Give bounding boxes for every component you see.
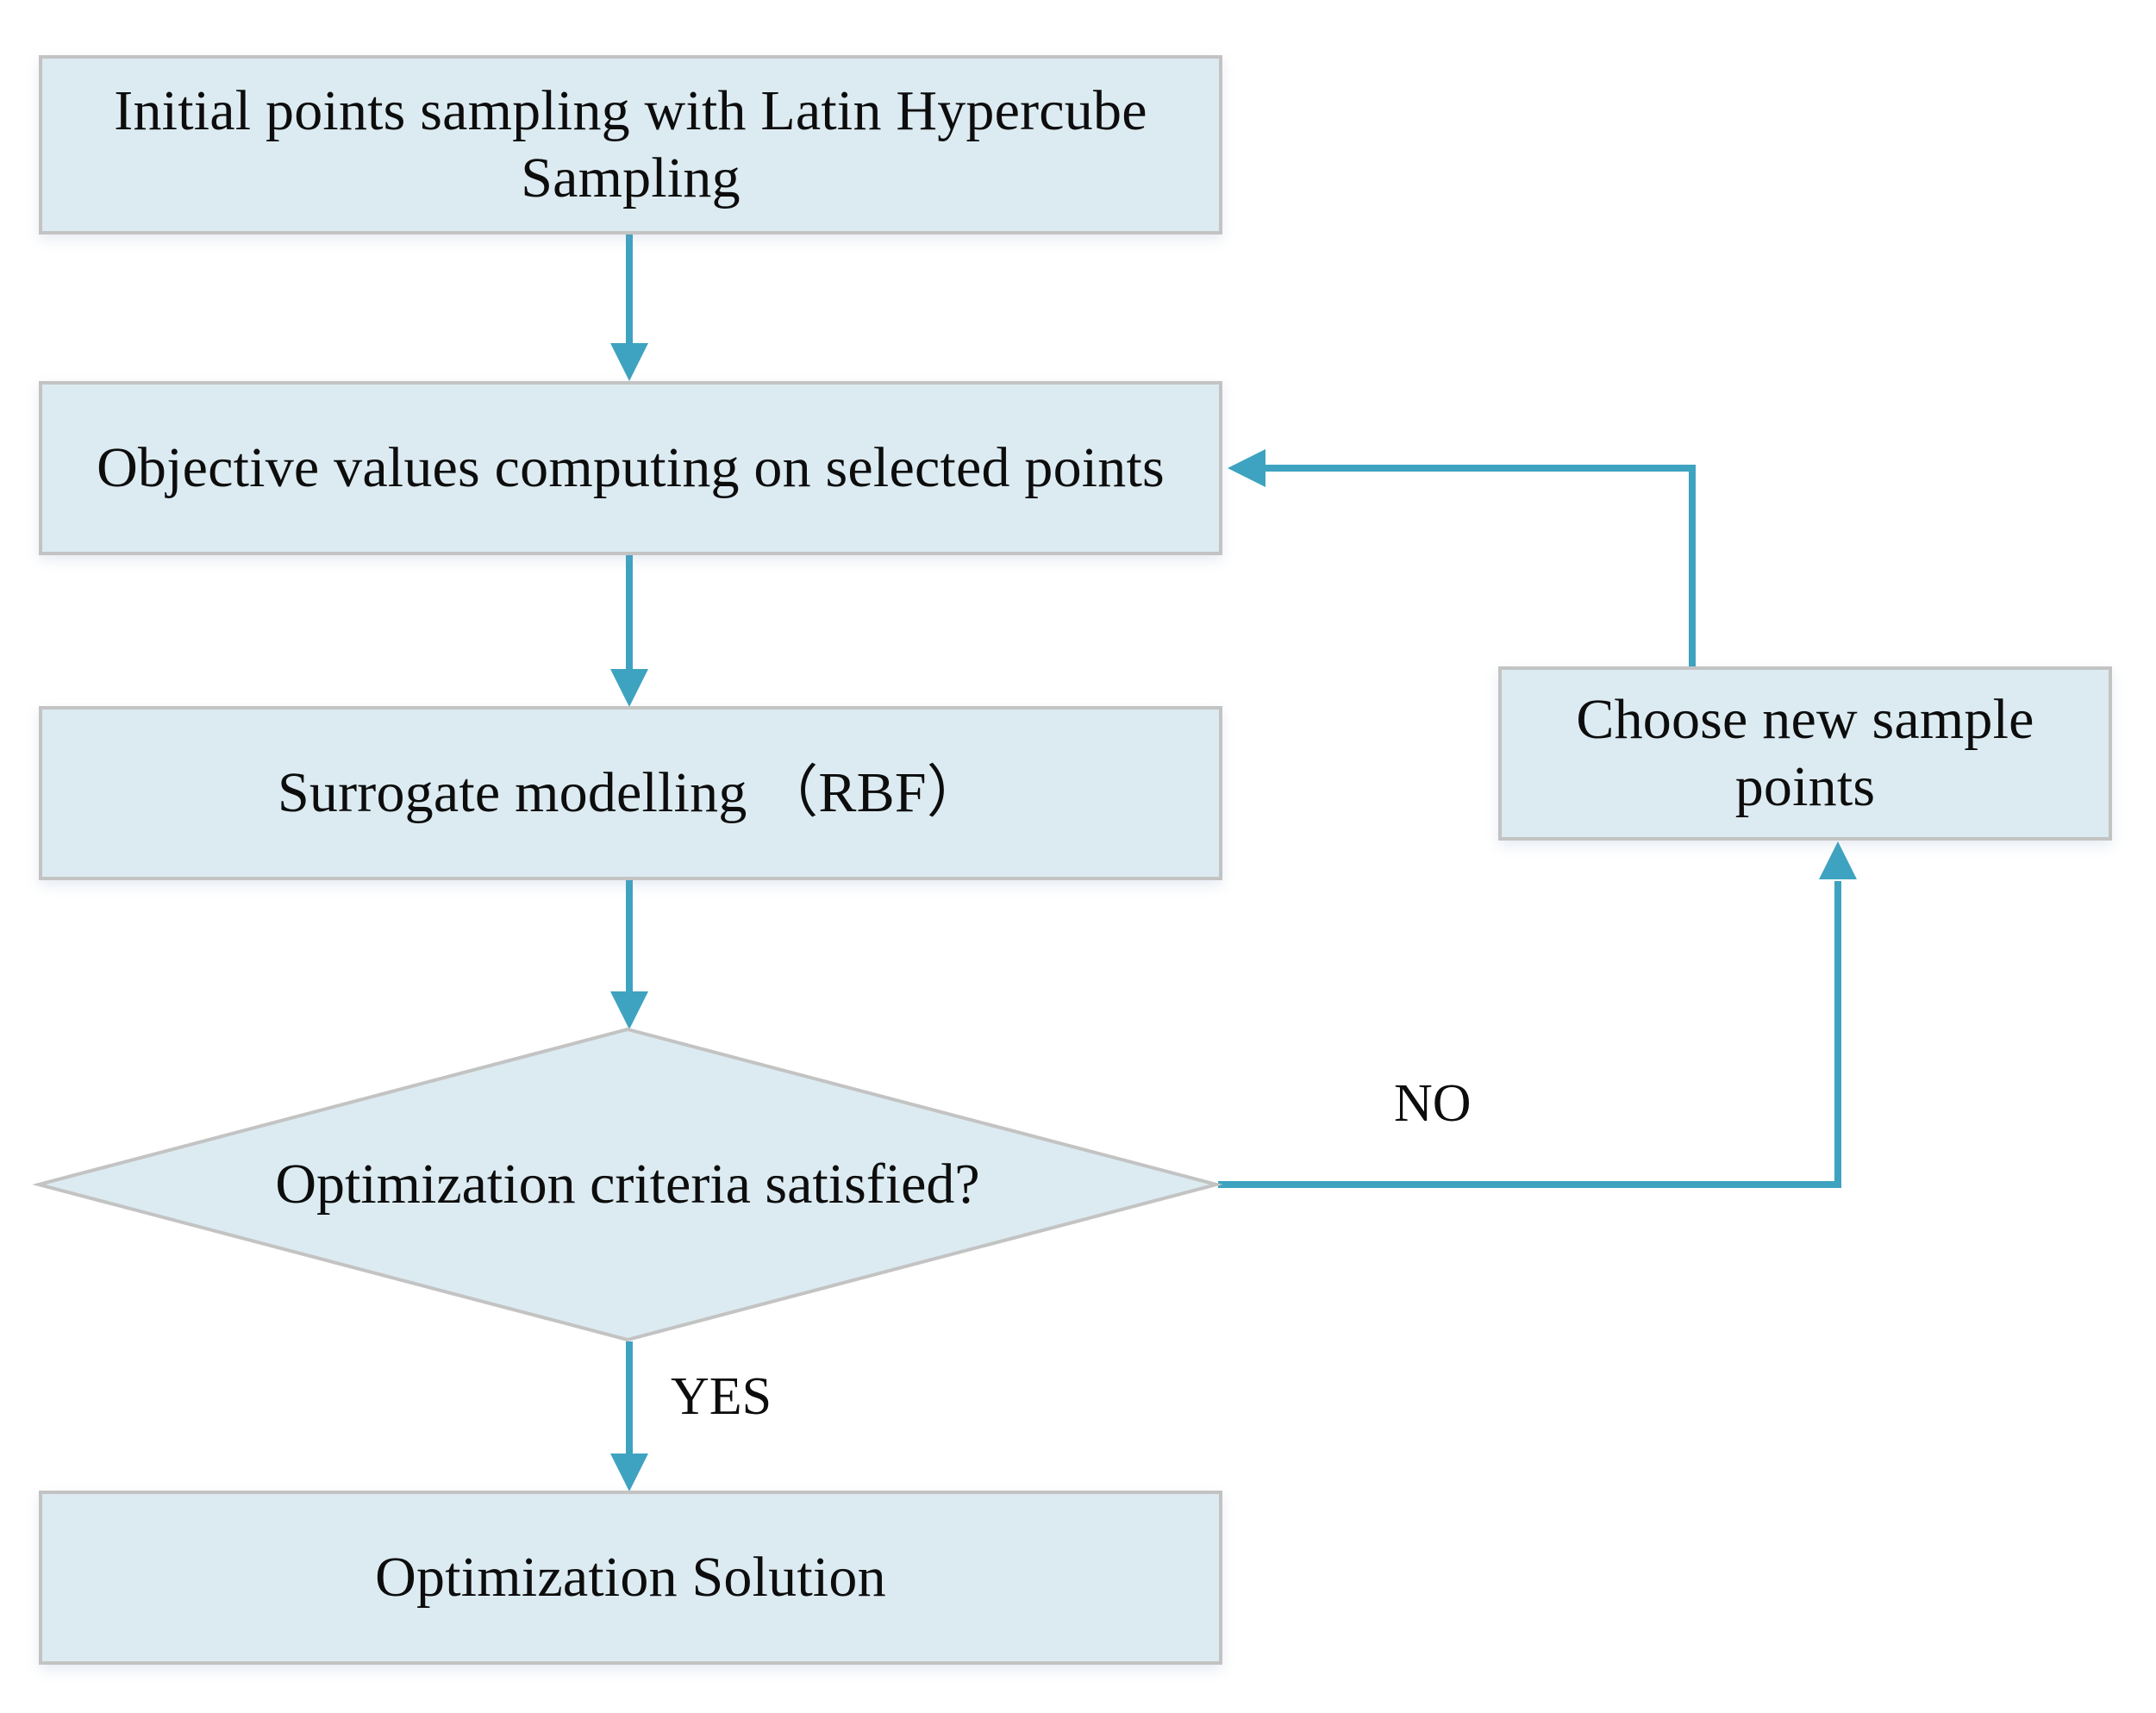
node-optimization-solution[interactable]: Optimization Solution	[39, 1491, 1222, 1665]
edge-label-yes-text: YES	[671, 1367, 772, 1426]
edge-label-no: NO	[1394, 1073, 1472, 1135]
node-initial-sampling[interactable]: Initial points sampling with Latin Hyper…	[39, 55, 1222, 234]
node-optimization-solution-label: Optimization Solution	[375, 1546, 886, 1610]
edge-surrogate-to-criteria	[610, 880, 648, 1029]
edge-initial-to-objective	[610, 234, 648, 381]
edge-criteria-to-choose-new-points	[1218, 841, 1857, 1188]
node-initial-sampling-label: Initial points sampling with Latin Hyper…	[114, 79, 1147, 209]
node-objective-values[interactable]: Objective values computing on selected p…	[39, 381, 1222, 555]
edge-objective-to-surrogate	[610, 555, 648, 707]
node-surrogate-modelling[interactable]: Surrogate modelling （RBF）	[39, 706, 1222, 880]
node-objective-values-label: Objective values computing on selected p…	[97, 436, 1165, 500]
edge-criteria-to-solution	[610, 1341, 648, 1491]
node-choose-new-sample-points-label: Choose new sample points	[1576, 688, 2034, 818]
node-choose-new-sample-points[interactable]: Choose new sample points	[1498, 666, 2112, 841]
edge-label-no-text: NO	[1394, 1074, 1472, 1133]
node-optimization-criteria[interactable]: Optimization criteria satisfied?	[32, 1027, 1223, 1342]
node-surrogate-modelling-label: Surrogate modelling （RBF）	[278, 761, 984, 825]
edge-choose-new-points-to-objective	[1228, 449, 1696, 668]
edge-label-yes: YES	[671, 1366, 772, 1428]
diamond-shape	[32, 1027, 1223, 1342]
